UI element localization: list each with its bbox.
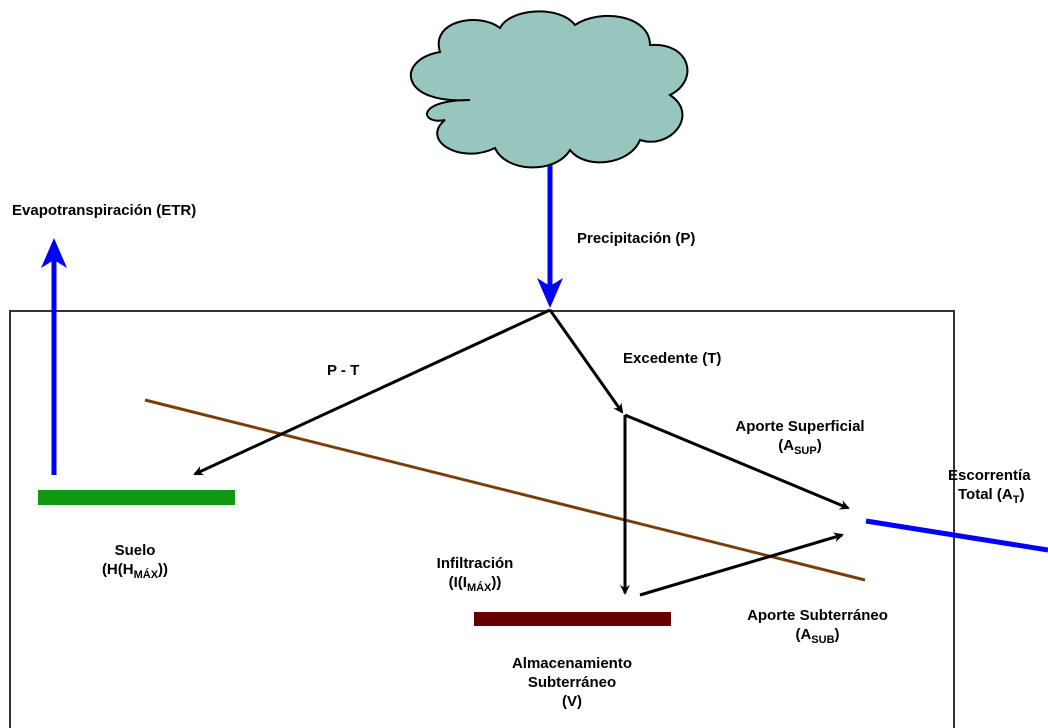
escorrentia-label: Escorrentía Total (AT) (948, 466, 1048, 506)
aporte-subterraneo-text: Aporte Subterráneo (747, 607, 888, 624)
escorrentia-arrow (865, 518, 1048, 553)
aporte-subterraneo-arrow (639, 532, 844, 597)
evapotranspiration-label: Evapotranspiración (ETR) (12, 202, 197, 219)
almacenamiento-label: Almacenamiento Subterráneo (V) (472, 654, 672, 711)
suelo-text: Suelo (114, 542, 156, 559)
aporte-subterraneo-label: Aporte Subterráneo (ASUB) (705, 606, 930, 646)
soil-bar (38, 490, 235, 505)
aporte-subterraneo-symbol: (ASUB) (795, 626, 840, 646)
ground-line (144, 398, 866, 582)
infiltracion-text: Infiltración (436, 555, 514, 572)
escorrentia-symbol: Total (AT) (958, 486, 1025, 506)
precipitation-arrowhead (537, 278, 563, 308)
escorrentia-text: Escorrentía (948, 467, 1031, 484)
aporte-superficial-arrow (624, 413, 850, 510)
soil-domain-box (9, 310, 955, 728)
infiltracion-symbol: (I(IMÁX)) (448, 574, 502, 594)
almacenamiento-line-2: Subterráneo (527, 674, 617, 691)
infiltracion-label: Infiltración (I(IMÁX)) (410, 554, 540, 594)
excedente-arrow (548, 309, 624, 414)
storage-bar (474, 612, 671, 626)
precipitation-label: Precipitación (P) (577, 230, 696, 247)
excedente-label: Excedente (T) (623, 350, 722, 367)
aporte-superficial-label: Aporte Superficial (ASUP) (700, 417, 900, 457)
almacenamiento-line-1: Almacenamiento (511, 655, 633, 672)
aporte-superficial-symbol: (ASUP) (778, 437, 822, 457)
evapotranspiration-arrowhead (41, 238, 67, 268)
almacenamiento-line-3: (V) (562, 693, 582, 710)
p-minus-t-label: P - T (327, 362, 360, 379)
p-minus-t-arrow (193, 308, 551, 476)
suelo-label: Suelo (H(HMÁX)) (70, 541, 200, 581)
cloud-icon (410, 10, 689, 169)
aporte-superficial-text: Aporte Superficial (735, 418, 865, 435)
suelo-symbol: (H(HMÁX)) (101, 561, 169, 581)
